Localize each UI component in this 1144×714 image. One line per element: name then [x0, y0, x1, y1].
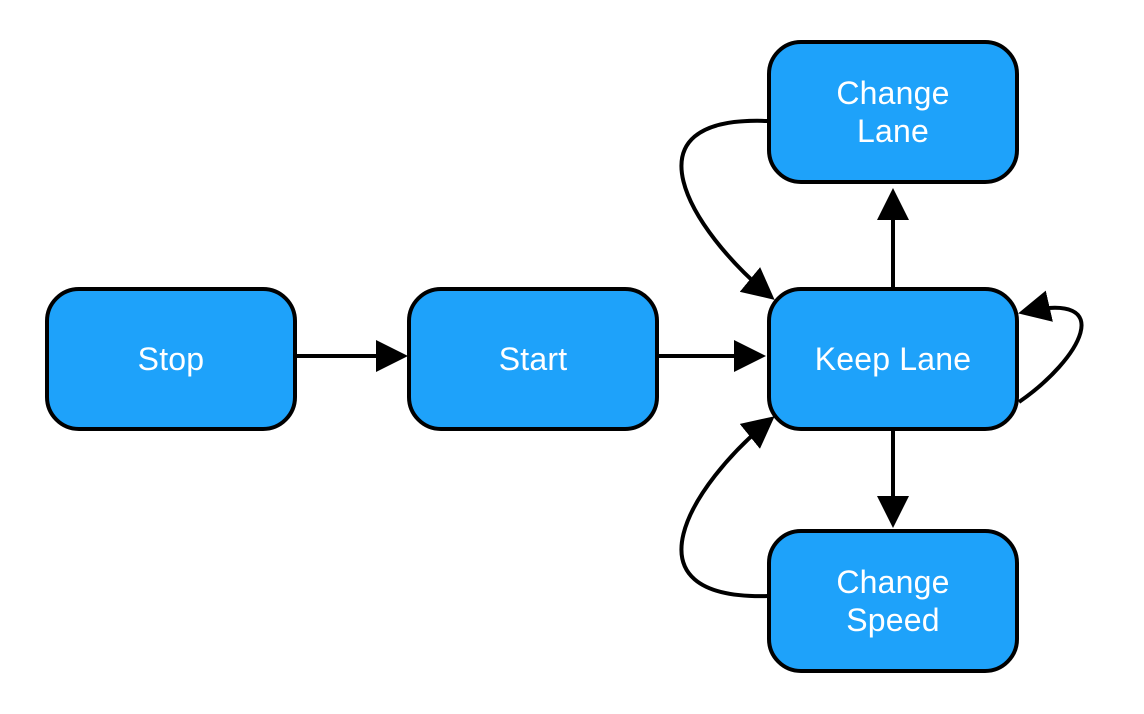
node-change-speed-label: Change Speed: [771, 563, 1015, 639]
node-change-speed-label-line2: Speed: [846, 602, 940, 638]
node-change-lane-label-line2: Lane: [857, 113, 929, 149]
edge-keep-lane-self-loop: [1017, 290, 1084, 404]
node-change-lane-label: Change Lane: [771, 74, 1015, 150]
node-change-speed: Change Speed: [767, 529, 1019, 673]
node-start: Start: [407, 287, 659, 431]
edge-change-lane-to-keep-lane: [679, 118, 775, 300]
node-change-lane-label-line1: Change: [836, 75, 950, 111]
node-stop-label: Stop: [137, 341, 205, 377]
node-stop: Stop: [45, 287, 297, 431]
node-keep-lane-label: Keep Lane: [814, 341, 972, 377]
node-start-label: Start: [498, 341, 568, 377]
node-keep-lane: Keep Lane: [767, 287, 1019, 431]
edge-change-speed-to-keep-lane: [679, 416, 775, 599]
node-change-lane: Change Lane: [767, 40, 1019, 184]
node-change-speed-label-line1: Change: [836, 564, 950, 600]
